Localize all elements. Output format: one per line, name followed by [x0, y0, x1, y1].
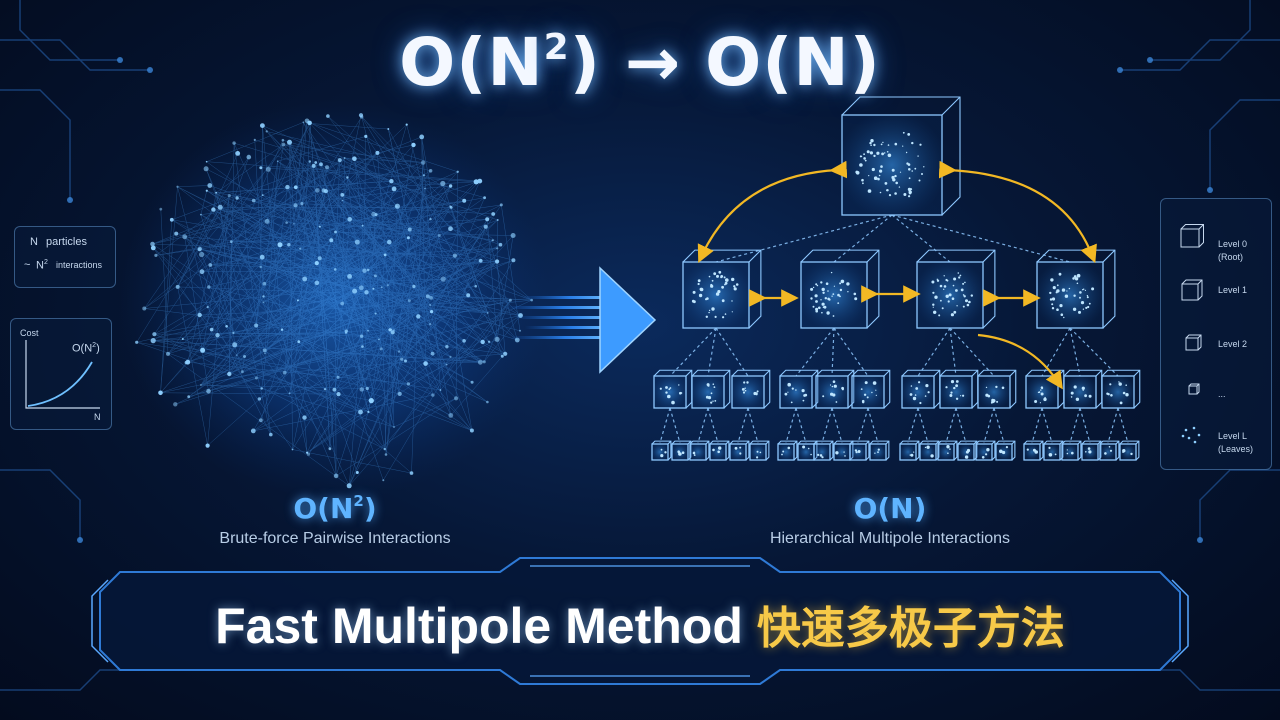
- legend-label-4: Level L: [1218, 431, 1248, 441]
- headline-right: ) → O(N): [569, 24, 881, 101]
- legend-label-3: ...: [1218, 389, 1226, 399]
- left-subtitle: Brute-force Pairwise Interactions: [219, 530, 451, 547]
- cost-graph-box: [10, 318, 112, 430]
- banner-title-en: Fast Multipole Method: [215, 598, 743, 654]
- cost-x-label: N: [94, 412, 101, 422]
- headline-left: O(N: [399, 24, 544, 101]
- info-n2: N2: [36, 259, 48, 272]
- legend-label-2: Level 2: [1218, 339, 1248, 349]
- info-n2-base: N: [36, 259, 44, 272]
- left-complexity-label: O(N2): [205, 492, 465, 525]
- banner-title: Fast Multipole Method 快速多极子方法: [0, 592, 1280, 656]
- info-n: N: [30, 236, 38, 248]
- left-complexity-exp: 2: [353, 492, 364, 510]
- right-complexity-label: O(N): [853, 492, 927, 525]
- legend-label-0: Level 0: [1218, 239, 1248, 249]
- transition-arrow: [505, 266, 657, 374]
- left-complexity-post: ): [363, 492, 377, 525]
- headline-complexity: O(N2) → O(N): [0, 24, 1280, 101]
- cost-curve-exp: 2: [92, 342, 97, 349]
- cost-y-label: Cost: [20, 328, 39, 338]
- info-tilde: ~: [24, 259, 31, 271]
- right-subtitle: Hierarchical Multipole Interactions: [769, 530, 1011, 547]
- cost-curve-pre: O(N: [72, 342, 93, 355]
- level-legend: [1160, 198, 1272, 470]
- info-n2-exp: 2: [43, 259, 48, 266]
- legend-sublabel-0: (Root): [1218, 252, 1244, 262]
- cost-curve-post: ): [96, 342, 100, 355]
- particles-info-box: [14, 226, 116, 288]
- left-complexity-pre: O(N: [293, 492, 354, 525]
- banner-title-cn: 快速多极子方法: [756, 603, 1065, 654]
- legend-sublabel-4: (Leaves): [1218, 444, 1254, 454]
- legend-label-1: Level 1: [1218, 285, 1248, 295]
- info-interactions: interactions: [56, 260, 103, 270]
- cost-curve-label: O(N2): [72, 342, 100, 355]
- headline-exponent: 2: [543, 27, 570, 68]
- info-particles: particles: [46, 236, 87, 248]
